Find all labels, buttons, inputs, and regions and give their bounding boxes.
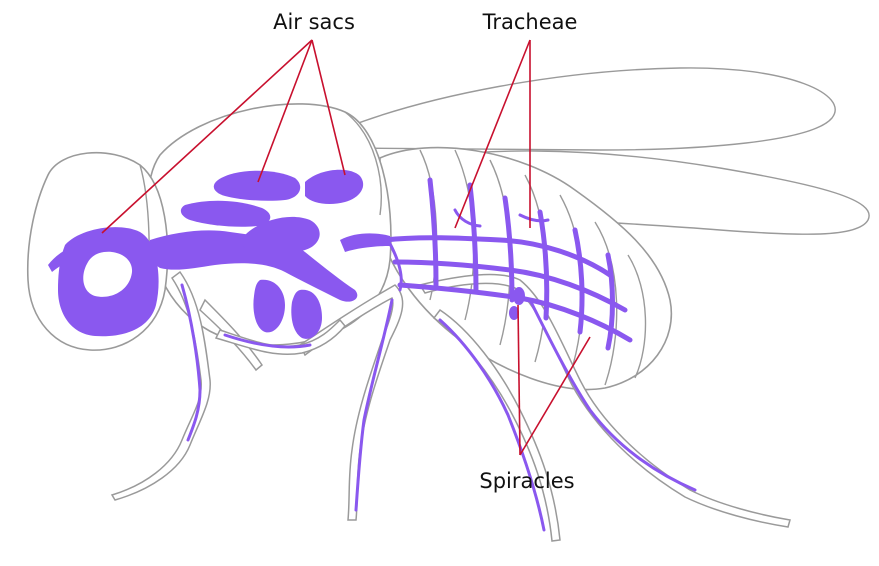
air-sacs-label: Air sacs <box>273 10 355 34</box>
abdomen <box>380 148 671 390</box>
tracheae-label: Tracheae <box>482 10 578 34</box>
spiracles-label: Spiracles <box>479 469 574 493</box>
